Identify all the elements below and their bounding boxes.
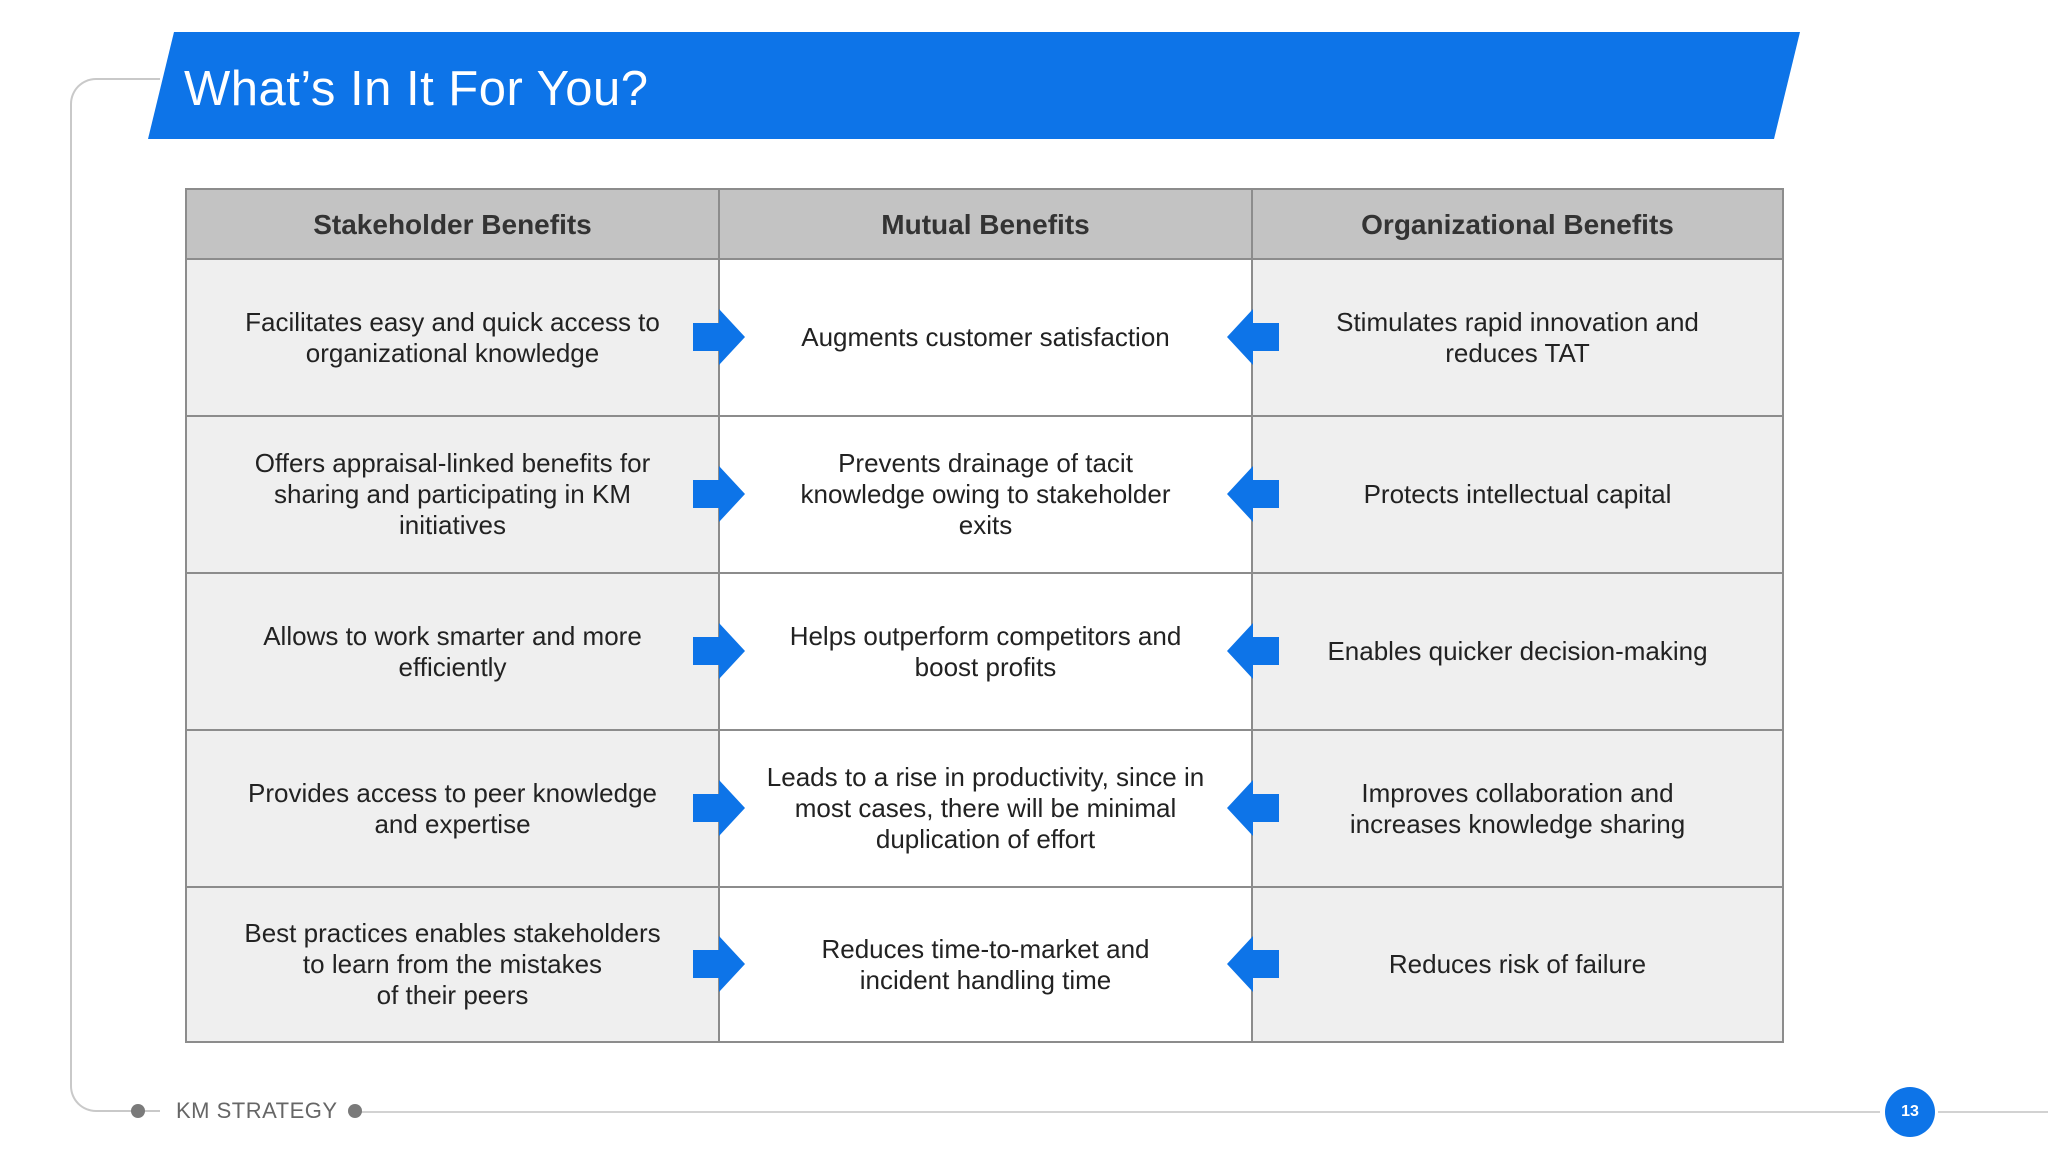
organizational-benefit-1: Stimulates rapid innovation and reduces … [1253,260,1782,415]
arrow-right-icon [693,309,745,365]
arrow-left-icon [1227,936,1279,992]
organizational-benefit-4: Improves collaboration and increases kno… [1253,731,1782,886]
stakeholder-benefit-5: Best practices enables stakeholders to l… [187,888,718,1041]
row-divider [187,415,1782,417]
arrow-left-icon [1227,780,1279,836]
mutual-benefit-5: Reduces time-to-market and incident hand… [720,888,1251,1041]
arrow-left-icon [1227,623,1279,679]
mutual-benefit-1: Augments customer satisfaction [720,260,1251,415]
slide-frame-line [70,78,160,1112]
arrow-right-icon [693,466,745,522]
stakeholder-benefit-1: Facilitates easy and quick access to org… [187,260,718,415]
footer-line [360,1111,1880,1113]
header-organizational-benefits: Organizational Benefits [1253,190,1782,258]
page-number-badge: 13 [1885,1087,1935,1137]
organizational-benefit-2: Protects intellectual capital [1253,417,1782,572]
arrow-right-icon [693,623,745,679]
slide-title: What’s In It For You? [184,62,649,116]
arrow-right-icon [693,936,745,992]
stakeholder-benefit-4: Provides access to peer knowledge and ex… [187,731,718,886]
benefits-table: Stakeholder Benefits Mutual Benefits Org… [185,188,1784,1043]
footer-section-label: KM STRATEGY [176,1098,338,1123]
header-mutual-benefits: Mutual Benefits [720,190,1251,258]
title-banner [148,32,1800,139]
arrow-left-icon [1227,309,1279,365]
column-divider [718,190,720,1041]
organizational-benefit-5: Reduces risk of failure [1253,888,1782,1041]
stakeholder-benefit-3: Allows to work smarter and more efficien… [187,574,718,729]
footer-dot-icon [348,1104,362,1118]
mutual-benefit-3: Helps outperform competitors and boost p… [720,574,1251,729]
stakeholder-benefit-2: Offers appraisal-linked benefits for sha… [187,417,718,572]
mutual-benefit-2: Prevents drainage of tacit knowledge owi… [720,417,1251,572]
footer-line [1938,1111,2048,1113]
row-divider [187,258,1782,260]
row-divider [187,572,1782,574]
row-divider [187,729,1782,731]
arrow-left-icon [1227,466,1279,522]
row-divider [187,886,1782,888]
footer-dot-icon [131,1104,145,1118]
arrow-right-icon [693,780,745,836]
column-divider [1251,190,1253,1041]
mutual-benefit-4: Leads to a rise in productivity, since i… [720,731,1251,886]
organizational-benefit-3: Enables quicker decision-making [1253,574,1782,729]
header-stakeholder-benefits: Stakeholder Benefits [187,190,718,258]
